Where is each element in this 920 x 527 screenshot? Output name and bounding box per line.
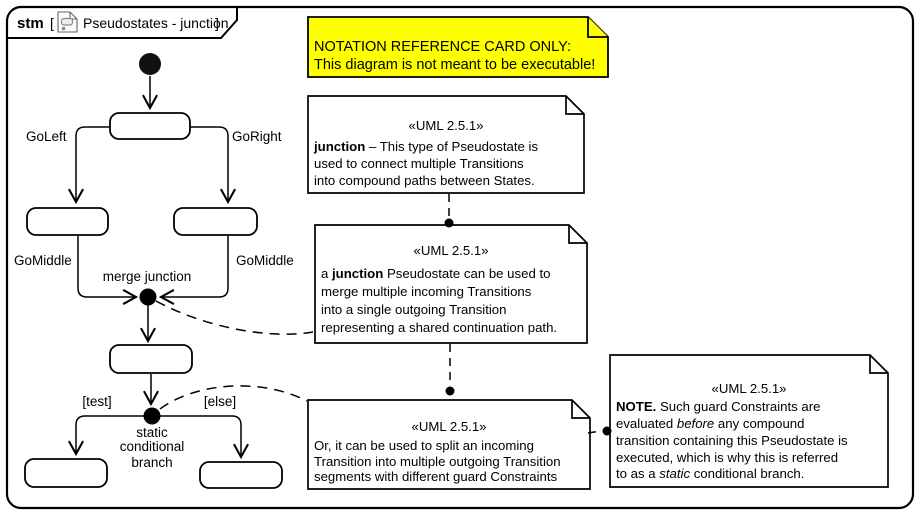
anchor-dot-note3 bbox=[445, 386, 455, 396]
note3-line2: Transition into multiple outgoing Transi… bbox=[314, 454, 561, 469]
warning-note-shape[interactable] bbox=[307, 16, 609, 78]
anchor-static-junction-to-note3[interactable] bbox=[159, 385, 308, 410]
label-static-3: branch bbox=[131, 455, 172, 470]
label-static-2: conditional bbox=[120, 439, 185, 454]
state-middle[interactable] bbox=[109, 344, 193, 374]
note1-line3: into compound paths between States. bbox=[314, 173, 535, 188]
note1-line1: junction – This type of Pseudostate is bbox=[313, 139, 538, 154]
note-static-branch[interactable]: «UML 2.5.1» NOTE. Such guard Constraints… bbox=[609, 354, 889, 488]
warning-note-fold bbox=[587, 17, 608, 38]
transition-gomiddle-left[interactable] bbox=[77, 236, 139, 305]
anchor-merge-junction-to-note2[interactable] bbox=[155, 300, 314, 335]
warning-note-line2: This diagram is not meant to be executab… bbox=[314, 57, 595, 73]
note2-line1: a junction Pseudostate can be used to bbox=[321, 266, 550, 281]
warning-note[interactable]: NOTATION REFERENCE CARD ONLY: This diagr… bbox=[307, 16, 609, 78]
note-junction-definition[interactable]: «UML 2.5.1» junction – This type of Pseu… bbox=[307, 95, 585, 194]
note-anchors bbox=[155, 194, 612, 436]
transition-goleft[interactable] bbox=[68, 126, 110, 205]
note4-line2: evaluated before any compound bbox=[616, 416, 804, 431]
frame-close-bracket: ] bbox=[215, 15, 219, 31]
transition-gomiddle-right[interactable] bbox=[158, 236, 229, 305]
anchor-dot-note4 bbox=[602, 426, 612, 436]
note2-fold bbox=[568, 225, 587, 244]
note-junction-split[interactable]: «UML 2.5.1» Or, it can be used to split … bbox=[307, 399, 591, 490]
note4-stereotype: «UML 2.5.1» bbox=[711, 381, 786, 396]
frame-title: Pseudostates - junction bbox=[83, 15, 229, 31]
note1-stereotype: «UML 2.5.1» bbox=[408, 118, 483, 133]
anchor-dot-note2 bbox=[444, 218, 454, 228]
note4-line3: transition containing this Pseudostate i… bbox=[616, 433, 848, 448]
warning-note-line1: NOTATION REFERENCE CARD ONLY: bbox=[314, 39, 571, 55]
note1-line2: used to connect multiple Transitions bbox=[314, 156, 524, 171]
anchor-note3-to-note4[interactable] bbox=[587, 430, 602, 434]
label-goleft: GoLeft bbox=[26, 129, 67, 144]
note3-fold bbox=[571, 400, 590, 419]
label-guard-else: [else] bbox=[204, 394, 236, 409]
note4-line5: to as a static conditional branch. bbox=[616, 466, 804, 481]
state-bottom-left[interactable] bbox=[24, 458, 108, 488]
frame-kind-label: stm bbox=[17, 15, 44, 32]
note1-fold bbox=[565, 96, 584, 115]
note2-stereotype: «UML 2.5.1» bbox=[413, 243, 488, 258]
junction-merge[interactable] bbox=[139, 288, 157, 306]
initial-pseudostate[interactable] bbox=[139, 53, 161, 75]
frame-header-tab: stm [ Pseudostates - junction ] bbox=[8, 8, 238, 39]
note4-shape[interactable] bbox=[609, 354, 889, 488]
label-gomiddle-right: GoMiddle bbox=[236, 253, 294, 268]
state-right[interactable] bbox=[173, 207, 258, 236]
label-guard-test: [test] bbox=[82, 394, 111, 409]
note4-fold bbox=[869, 355, 888, 374]
state-machine-diagram-icon bbox=[57, 11, 78, 33]
transition-else-branch[interactable] bbox=[160, 415, 249, 460]
note3-stereotype: «UML 2.5.1» bbox=[411, 419, 486, 434]
note2-shape[interactable] bbox=[314, 224, 588, 344]
transition-test-branch[interactable] bbox=[68, 415, 144, 457]
note2-line2: merge multiple incoming Transitions bbox=[321, 284, 532, 299]
note3-shape[interactable] bbox=[307, 399, 591, 490]
state-left[interactable] bbox=[26, 207, 109, 236]
note-junction-merge[interactable]: «UML 2.5.1» a junction Pseudostate can b… bbox=[314, 224, 588, 344]
note2-line3: into a single outgoing Transition bbox=[321, 302, 506, 317]
note4-line4: executed, which is why this is referred bbox=[616, 450, 838, 465]
note4-line1: NOTE. Such guard Constraints are bbox=[616, 399, 821, 414]
note3-line1: Or, it can be used to split an incoming bbox=[314, 438, 534, 453]
diagram-icon-dot-glyph bbox=[61, 26, 66, 31]
label-gomiddle-left: GoMiddle bbox=[14, 253, 72, 268]
transition-goright[interactable] bbox=[190, 126, 236, 205]
frame-open-bracket: [ bbox=[50, 15, 54, 31]
label-goright: GoRight bbox=[232, 129, 282, 144]
junction-static-conditional[interactable] bbox=[143, 407, 161, 425]
note1-shape[interactable] bbox=[307, 95, 585, 194]
note3-line3: segments with different guard Constraint… bbox=[314, 469, 558, 484]
state-bottom-right[interactable] bbox=[199, 461, 283, 489]
note2-line4: representing a shared continuation path. bbox=[321, 320, 557, 335]
frame-tab-outline bbox=[8, 8, 238, 39]
diagram-icon-state-glyph bbox=[60, 17, 74, 26]
label-static-1: static bbox=[136, 425, 168, 440]
state-top[interactable] bbox=[109, 112, 191, 140]
label-merge-junction: merge junction bbox=[103, 269, 192, 284]
